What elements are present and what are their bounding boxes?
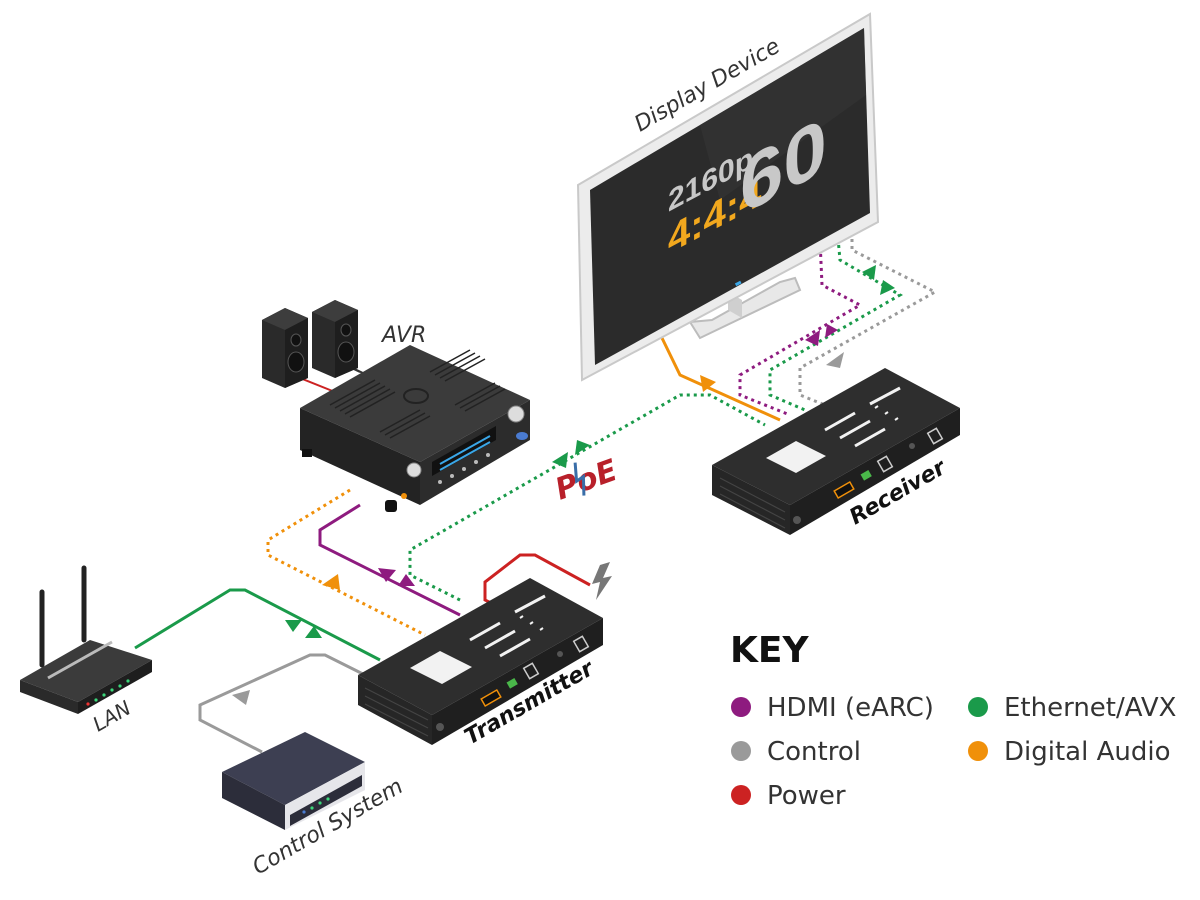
transmitter-side [358, 675, 432, 745]
avr-input-knob-icon [406, 462, 422, 478]
audio-cable-display-receiver [660, 337, 781, 422]
receiver-white-label [766, 441, 826, 473]
legend-audio-swatch [968, 741, 988, 761]
ethernet-arrow-icon [575, 440, 590, 455]
control-cable-display-receiver [798, 232, 939, 407]
hdmi-arrow-icon [378, 568, 396, 582]
hdmi-arrow-icon [805, 330, 820, 346]
transmitter-led-icon [506, 678, 518, 689]
receiver-side [712, 465, 790, 535]
receiver-device: Receiver [712, 368, 960, 535]
receiver-front [790, 408, 960, 535]
tv-screen-glare [700, 28, 866, 200]
control-system: Control System [222, 732, 407, 880]
ethernet-arrow-icon [305, 626, 322, 638]
audio-arrow-icon [322, 574, 340, 590]
power-plug-icon [592, 562, 612, 600]
legend-ethernet-label: Ethernet/AVX [1004, 693, 1176, 723]
transmitter-rj45-port-icon [572, 635, 590, 653]
avr-port-icon [401, 493, 407, 499]
receiver-hdmi-port-icon [833, 481, 855, 499]
ethernet-arrow-icon [862, 265, 876, 280]
receiver-rj45-port-icon [926, 427, 944, 445]
ethernet-cable-lan-transmitter [134, 588, 381, 662]
lan-router: LAN [20, 565, 152, 736]
receiver-led-icon [860, 470, 872, 481]
legend: KEY HDMI (eARC) Control Power Ethernet/A… [730, 630, 1176, 811]
hdmi-arrow-icon [825, 324, 838, 338]
poe-bolt-icon [573, 462, 586, 496]
tv-stand [688, 276, 802, 340]
avr-volume-knob-icon [507, 405, 525, 423]
speaker-left [262, 308, 308, 388]
avr-side [300, 408, 420, 505]
transmitter-white-label [410, 651, 472, 684]
legend-power-swatch [731, 785, 751, 805]
cables [134, 232, 939, 754]
hdmi-cable-display-receiver [738, 239, 864, 417]
legend-audio-label: Digital Audio [1004, 737, 1171, 767]
legend-hdmi-swatch [731, 697, 751, 717]
ethernet-arrow-icon [552, 452, 568, 468]
legend-control-swatch [731, 741, 751, 761]
avr-label: AVR [380, 323, 426, 348]
avr-device: AVR [300, 323, 530, 512]
ethernet-arrow-icon [880, 280, 895, 295]
router-side [20, 680, 78, 714]
speakers [262, 300, 358, 388]
legend-power-label: Power [767, 781, 846, 811]
transmitter-device: Transmitter [358, 578, 603, 750]
transmitter-rj45-port-icon [522, 662, 540, 680]
receiver-rj45-port-icon [876, 455, 894, 473]
speaker-right [312, 300, 358, 378]
legend-title: KEY [730, 630, 809, 671]
ethernet-arrow-icon [285, 620, 302, 632]
tv-indicator-light [734, 280, 742, 287]
control-system-side [222, 772, 285, 830]
hdmi-cable-avr-transmitter [318, 503, 461, 617]
transmitter-front [432, 618, 603, 745]
avr-top-logo [403, 388, 429, 404]
transmitter-top [358, 578, 603, 715]
display-device: 2160p 4:4:4 60 Display Device [576, 12, 880, 382]
control-system-top [222, 732, 365, 805]
transmitter-hdmi-port-icon [480, 689, 502, 707]
control-cable [198, 653, 376, 754]
legend-control-label: Control [767, 737, 861, 767]
hdmi-arrow-icon [398, 574, 415, 586]
audio-arrow-icon [700, 375, 716, 392]
legend-hdmi-label: HDMI (eARC) [767, 693, 934, 723]
receiver-top [712, 368, 960, 505]
control-arrow-icon [826, 352, 844, 368]
router-top [20, 640, 152, 702]
avr-front [420, 400, 530, 505]
legend-ethernet-swatch [968, 697, 988, 717]
control-arrow-icon [232, 690, 250, 705]
